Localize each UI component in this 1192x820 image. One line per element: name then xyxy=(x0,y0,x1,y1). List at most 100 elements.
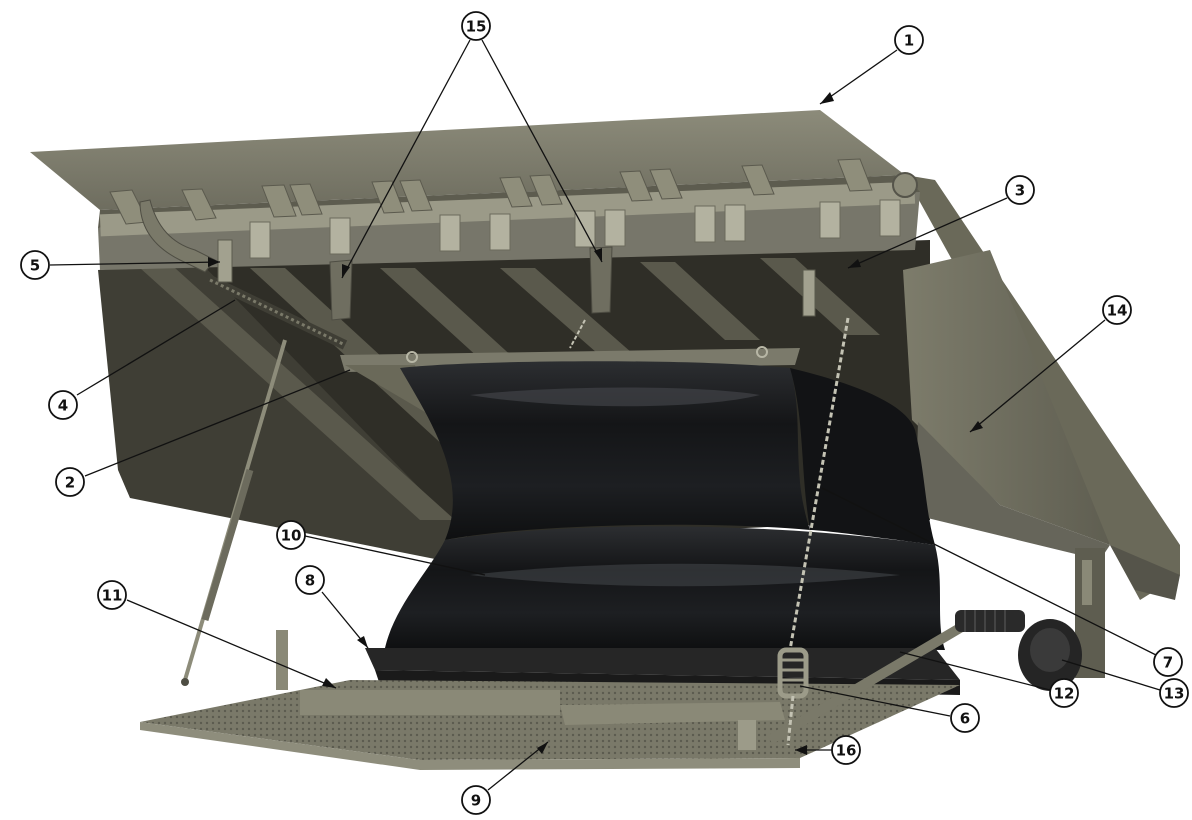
bag-highlight xyxy=(470,387,760,407)
callout-9: 9 xyxy=(461,785,491,815)
callout-4-label: 4 xyxy=(58,397,68,415)
safety-chain xyxy=(569,317,850,651)
callout-6: 6 xyxy=(950,703,980,733)
bag-eyelet-right xyxy=(756,346,768,358)
callout-14: 14 xyxy=(1102,295,1132,325)
base-frame xyxy=(140,630,960,770)
leader-1 xyxy=(819,49,898,105)
callout-2-label: 2 xyxy=(65,474,75,492)
leader-arrowheads xyxy=(208,92,983,755)
callout-16-label: 16 xyxy=(836,742,857,760)
right-side-panels xyxy=(903,175,1180,678)
leader-6 xyxy=(799,685,951,717)
callout-12: 12 xyxy=(1049,678,1079,708)
bag-eyelet-left xyxy=(406,351,418,363)
side-panel-upper xyxy=(903,250,1110,545)
callout-15-label: 15 xyxy=(466,18,487,36)
hinge-end-cap xyxy=(892,172,918,198)
leader-11 xyxy=(126,599,337,689)
deck-top-plate xyxy=(30,110,905,210)
leader-9 xyxy=(487,741,549,791)
callout-7: 7 xyxy=(1153,647,1183,677)
safety-rod xyxy=(181,339,287,686)
callout-12-label: 12 xyxy=(1054,685,1075,703)
callout-11-label: 11 xyxy=(102,587,123,605)
callout-8-label: 8 xyxy=(305,572,315,590)
toe-guard xyxy=(1110,545,1180,600)
arrow-5 xyxy=(208,257,220,267)
lip-lock-pin xyxy=(802,269,816,317)
side-panel-lower xyxy=(915,422,1110,560)
arrow-3 xyxy=(848,259,861,268)
arrow-9 xyxy=(537,742,548,754)
hinge-knuckles xyxy=(109,158,873,225)
lip-keeper-right xyxy=(589,246,613,314)
base-left-strut xyxy=(300,690,560,715)
leader-lines xyxy=(49,39,1161,791)
lip-keepers xyxy=(329,246,613,321)
leader-7 xyxy=(821,487,1157,656)
airbag xyxy=(340,346,945,650)
callout-3-label: 3 xyxy=(1015,182,1025,200)
leader-2 xyxy=(84,369,351,477)
callout-9-label: 9 xyxy=(471,792,481,810)
callout-labels: 1 2 3 4 5 6 7 8 xyxy=(20,11,1189,815)
leader-15a xyxy=(341,39,471,279)
arrow-15a xyxy=(342,264,350,278)
callout-1-label: 1 xyxy=(904,32,914,50)
bag-right-shoulder xyxy=(790,368,935,545)
leader-4 xyxy=(76,299,236,396)
callout-13-label: 13 xyxy=(1164,685,1185,703)
callout-2: 2 xyxy=(55,467,85,497)
callout-4: 4 xyxy=(48,390,78,420)
leader-3 xyxy=(847,197,1008,269)
lip-lifting-arm xyxy=(139,199,216,273)
lower-bag-chamber xyxy=(385,526,945,650)
leader-12 xyxy=(899,651,1051,691)
leader-5 xyxy=(49,261,221,266)
callout-5: 5 xyxy=(20,250,50,280)
callout-8: 8 xyxy=(295,565,325,595)
leader-14 xyxy=(969,319,1106,433)
base-right-strut xyxy=(560,702,785,725)
arrow-15b xyxy=(594,248,602,262)
leader-15b xyxy=(481,39,603,263)
callout-10: 10 xyxy=(276,520,306,550)
maintenance-strut xyxy=(767,620,968,745)
lip-keeper-left xyxy=(329,259,353,321)
header-plates xyxy=(249,199,901,259)
callout-6-label: 6 xyxy=(960,710,970,728)
arrow-8 xyxy=(357,636,368,648)
chain-spring xyxy=(777,647,809,746)
air-hose xyxy=(955,610,1025,632)
left-skirt-plate xyxy=(98,262,470,560)
callout-16: 16 xyxy=(831,735,861,765)
upper-bag-chamber xyxy=(400,361,810,540)
pallet-top xyxy=(365,648,960,680)
base-front-rail xyxy=(140,722,800,770)
leader-13 xyxy=(1061,659,1161,691)
lip-lock-bracket xyxy=(217,239,233,283)
arrow-14 xyxy=(970,421,983,432)
callout-1: 1 xyxy=(894,25,924,55)
arrow-16 xyxy=(795,745,807,755)
arrow-11 xyxy=(322,678,336,688)
blower-assembly xyxy=(955,610,1082,691)
callout-3: 3 xyxy=(1005,175,1035,205)
leader-10 xyxy=(304,535,486,576)
callout-13: 13 xyxy=(1159,678,1189,708)
callout-14-label: 14 xyxy=(1107,302,1128,320)
lip-spring-assembly xyxy=(207,239,816,350)
callout-11: 11 xyxy=(97,580,127,610)
callout-10-label: 10 xyxy=(281,527,302,545)
arrow-1 xyxy=(820,92,834,104)
rear-post-bracket xyxy=(1082,560,1092,605)
callout-15: 15 xyxy=(461,11,491,41)
deck xyxy=(30,110,920,273)
callout-7-label: 7 xyxy=(1163,654,1173,672)
callout-5-label: 5 xyxy=(30,257,40,275)
base-left-post xyxy=(276,630,288,690)
hinge-tube xyxy=(99,181,916,237)
